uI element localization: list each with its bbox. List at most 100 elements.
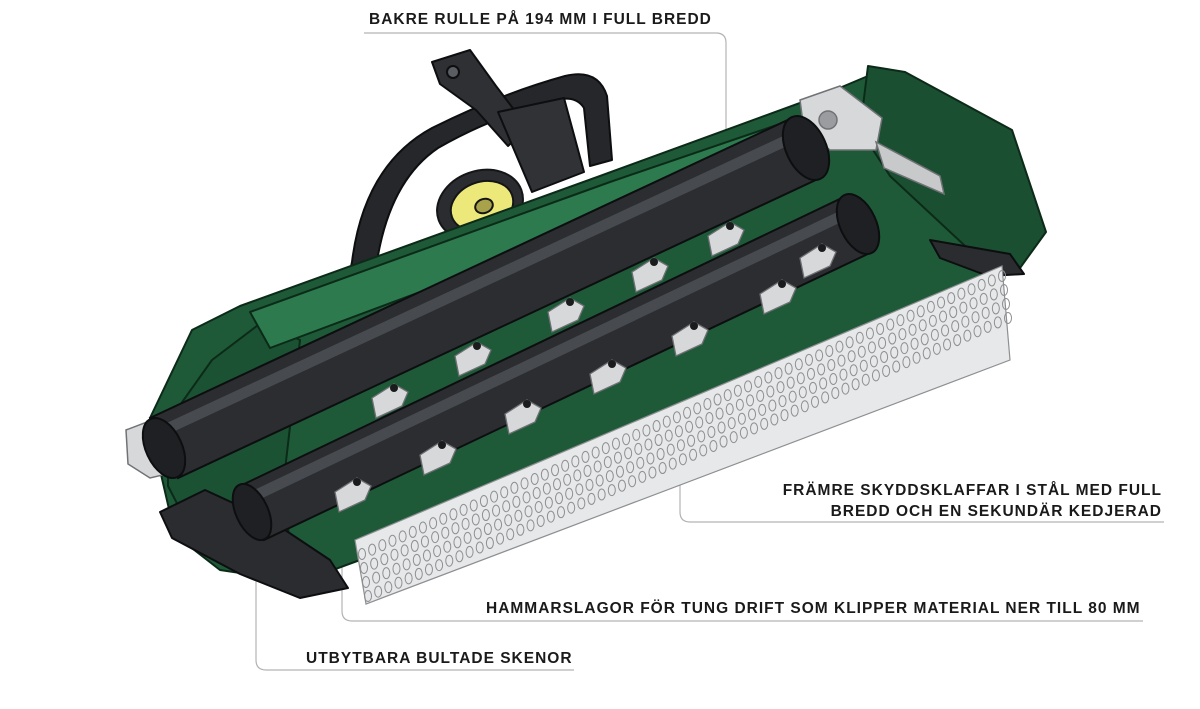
chain-link	[364, 590, 372, 602]
chain-link	[490, 490, 499, 503]
hammer-bolt	[566, 298, 574, 306]
chain-link	[849, 364, 858, 377]
chain-link	[634, 442, 643, 455]
chain-link	[776, 381, 785, 394]
chain-link	[918, 319, 927, 332]
chain-link	[821, 391, 830, 404]
chain-link	[932, 342, 941, 355]
callout-front-flaps-line1: FRÄMRE SKYDDSKLAFFAR I STÅL MED FULL	[782, 482, 1162, 499]
chain-link	[841, 382, 850, 395]
leader-line-hammers	[341, 505, 1143, 622]
chain-link	[573, 469, 582, 482]
chain-link	[713, 393, 722, 406]
chain-link	[959, 301, 968, 314]
chain-link	[810, 395, 819, 408]
chain-link	[648, 466, 657, 479]
chain-link	[540, 468, 549, 481]
chain-link	[943, 338, 952, 351]
chain-link	[882, 364, 891, 377]
chain-link	[855, 331, 864, 344]
chain-link	[654, 434, 663, 447]
chain-link	[481, 509, 490, 522]
hammer-blade	[631, 257, 669, 293]
chain-link	[733, 384, 742, 397]
hammer-bolt	[650, 258, 658, 266]
chain-link	[433, 545, 442, 558]
chain-link	[756, 389, 765, 402]
chain-link	[382, 567, 391, 580]
chain-link	[601, 442, 610, 455]
chain-link	[441, 526, 450, 539]
chain-link	[435, 559, 444, 572]
chain-link	[798, 386, 807, 399]
chain-link	[878, 336, 887, 349]
chain-link	[865, 327, 874, 340]
leader-lines	[255, 32, 1164, 671]
chain-link	[553, 478, 562, 491]
chain-link	[861, 373, 870, 386]
chain-link	[717, 421, 726, 434]
chain-link	[705, 411, 714, 424]
chain-link	[666, 443, 675, 456]
chain-link	[744, 380, 753, 393]
chain-link	[445, 554, 454, 567]
hammer-bolt	[608, 360, 616, 368]
chain-link	[636, 456, 645, 469]
chain-link	[770, 413, 779, 426]
chain-link	[991, 302, 1000, 315]
chain-link	[800, 400, 809, 413]
chain-link	[615, 465, 624, 478]
chain-link	[469, 499, 478, 512]
chain-link	[532, 486, 541, 499]
chain-link	[473, 527, 482, 540]
chain-link	[512, 495, 521, 508]
chain-link	[368, 543, 377, 556]
chain-link	[920, 333, 929, 346]
chain-link	[551, 464, 560, 477]
chain-link	[784, 362, 793, 375]
chain-link	[906, 309, 915, 322]
chain-link	[642, 424, 651, 437]
chain-link	[746, 394, 755, 407]
chain-link	[360, 562, 368, 574]
chain-link	[786, 376, 795, 389]
chain-link	[408, 525, 417, 538]
chain-link	[455, 550, 464, 563]
chain-link	[418, 521, 427, 534]
rear-roller-end-right	[781, 115, 831, 181]
chain-link	[890, 346, 899, 359]
chain-link	[394, 576, 403, 589]
hammer-blade	[334, 477, 372, 513]
chain-link	[471, 513, 480, 526]
hammer-rotor	[231, 193, 881, 542]
chain-link	[750, 422, 759, 435]
chain-link	[910, 337, 919, 350]
chain-curtain	[354, 265, 1012, 605]
hammer-blade	[759, 279, 797, 315]
chain-link	[536, 514, 545, 527]
chain-link	[766, 385, 775, 398]
chain-link	[372, 571, 381, 584]
hammer-bolt	[353, 478, 361, 486]
chain-link	[703, 397, 712, 410]
chain-link	[557, 506, 566, 519]
chain-link	[388, 534, 397, 547]
hammer-bolt	[778, 280, 786, 288]
chain-link	[575, 483, 584, 496]
chain-link	[896, 314, 905, 327]
chain-link	[622, 433, 631, 446]
chain-link	[656, 448, 665, 461]
chain-link	[941, 324, 950, 337]
hammer-blades	[334, 221, 837, 513]
rotor-end-left	[231, 482, 273, 542]
chain-link	[638, 470, 647, 483]
chain-link	[851, 378, 860, 391]
chain-link	[510, 481, 519, 494]
leader-line-rear-roller	[364, 32, 727, 175]
chain-link	[829, 373, 838, 386]
hammer-bolt	[473, 342, 481, 350]
hammer-bolt	[523, 400, 531, 408]
chain-link	[796, 372, 805, 385]
chain-link	[439, 512, 448, 525]
